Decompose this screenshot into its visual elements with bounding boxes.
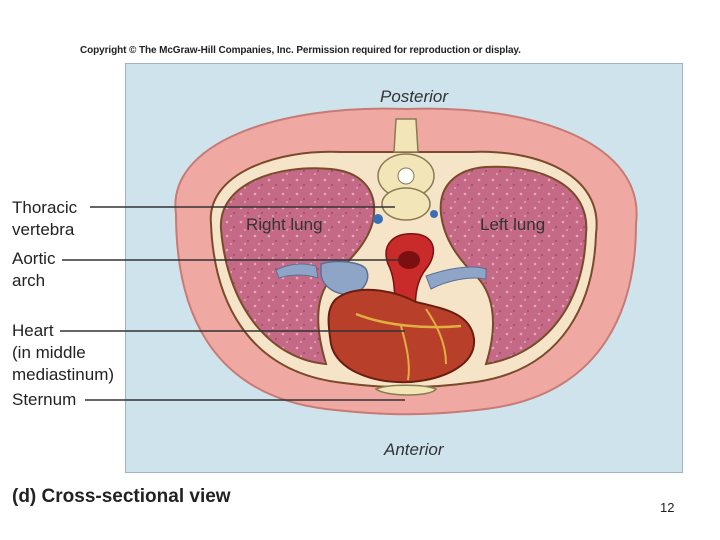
callout-line: arch (12, 271, 46, 290)
pulmonary-vessel-left (275, 263, 319, 279)
callout-line: Sternum (12, 390, 77, 409)
caption-tag: (d) (12, 486, 37, 507)
left-lung-label: Left lung (480, 215, 546, 234)
thorax-cross-section (174, 107, 638, 416)
callout-line: mediastinum) (12, 365, 115, 384)
pulmonary-vessel-right (425, 266, 487, 290)
caption-text: Cross-sectional view (41, 486, 231, 507)
copyright-notice: Copyright © The McGraw-Hill Companies, I… (80, 45, 521, 56)
posterior-label: Posterior (380, 87, 449, 106)
callout-sternum: Sternum (12, 389, 76, 411)
callout-line: vertebra (12, 220, 75, 239)
figure-caption: (d) Cross-sectional view (12, 486, 231, 508)
slide-number: 12 (660, 500, 675, 515)
callout-line: Heart (12, 321, 54, 340)
vena-cava (320, 260, 369, 295)
callout-line: Aortic (12, 249, 56, 268)
illustration-panel: Posterior Anterior Right lung Left lung (125, 63, 683, 473)
callout-thoracic-vertebra: Thoracic vertebra (12, 197, 77, 241)
callout-aortic-arch: Aortic arch (12, 248, 55, 292)
callout-line: Thoracic (12, 198, 78, 217)
right-lung-label: Right lung (246, 215, 323, 234)
heart-shape (327, 288, 476, 384)
sternum-shape (374, 384, 438, 396)
callout-line: (in middle (12, 343, 86, 362)
anterior-label: Anterior (384, 440, 444, 459)
thoracic-vertebra (373, 118, 438, 224)
callout-heart: Heart (in middle mediastinum) (12, 320, 114, 386)
